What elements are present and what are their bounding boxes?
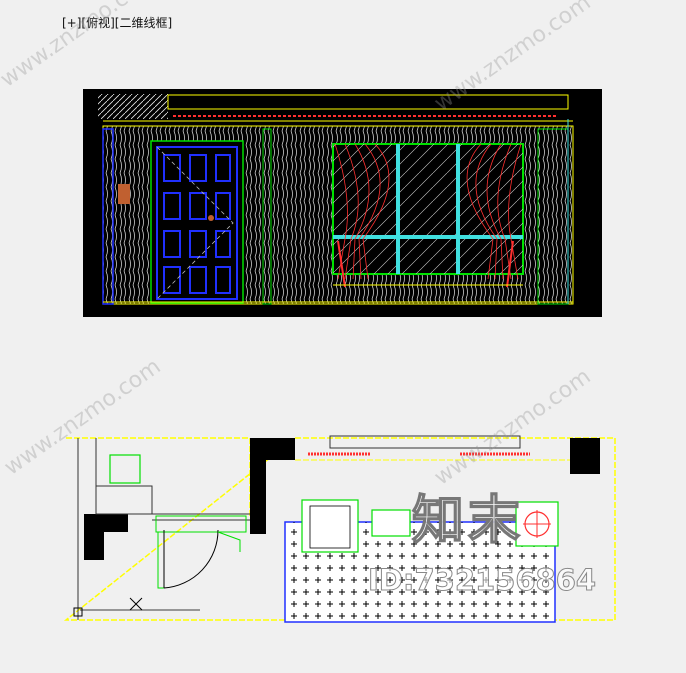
hatched-beam [98, 94, 168, 119]
armchair [301, 499, 359, 553]
wall-block [84, 514, 104, 560]
floor-plan-drawing[interactable] [60, 430, 620, 625]
fixture [109, 454, 141, 484]
door-swing [163, 529, 219, 589]
curtain-right [466, 143, 522, 280]
wall-block [570, 438, 600, 474]
elevation-drawing[interactable] [83, 89, 602, 317]
viewport-label[interactable]: [+][俯视][二维线框] [62, 16, 173, 30]
door [150, 140, 244, 304]
watermark-id: ID:732156864 [367, 563, 597, 598]
door-handle [208, 215, 214, 221]
wall-sconce [118, 184, 130, 204]
wall-block [250, 438, 266, 534]
coffee-table [371, 509, 411, 537]
door-panels [163, 154, 231, 294]
curtain-left [334, 143, 390, 280]
watermark-brand: 知末 [411, 490, 525, 552]
